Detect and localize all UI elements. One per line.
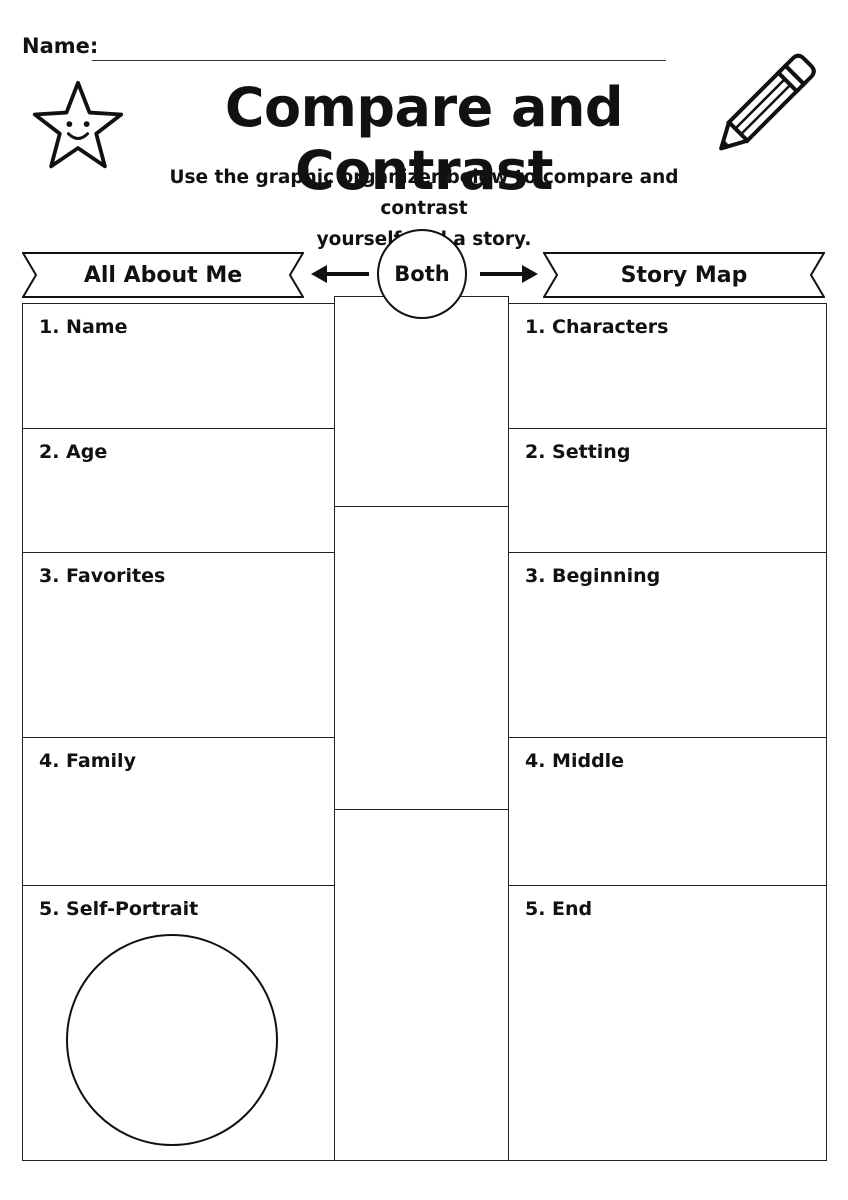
left-box-favorites[interactable]: 3. Favorites	[22, 552, 335, 738]
left-box-family[interactable]: 4. Family	[22, 737, 335, 886]
arrow-left-icon	[311, 265, 369, 283]
pencil-icon	[719, 53, 816, 151]
left-box-label: 3. Favorites	[39, 565, 166, 587]
both-box-bottom[interactable]	[334, 809, 509, 1161]
page-title: Compare and Contrast	[224, 76, 624, 202]
banner-story-map: Story Map	[543, 252, 825, 298]
self-portrait-circle[interactable]	[66, 934, 278, 1146]
right-box-label: 1. Characters	[525, 316, 669, 338]
left-box-name[interactable]: 1. Name	[22, 303, 335, 429]
left-box-label: 1. Name	[39, 316, 128, 338]
banner-right-label: Story Map	[620, 262, 748, 288]
name-label: Name:	[22, 34, 99, 58]
both-box-top[interactable]	[334, 296, 509, 507]
both-box-middle[interactable]	[334, 506, 509, 810]
instructions-line-1: Use the graphic organizer below to compa…	[169, 167, 679, 219]
left-box-label: 4. Family	[39, 750, 136, 772]
right-box-end[interactable]: 5. End	[508, 885, 827, 1161]
left-box-label: 2. Age	[39, 441, 108, 463]
right-box-middle[interactable]: 4. Middle	[508, 737, 827, 886]
right-box-setting[interactable]: 2. Setting	[508, 428, 827, 553]
right-box-beginning[interactable]: 3. Beginning	[508, 552, 827, 738]
right-box-label: 4. Middle	[525, 750, 625, 772]
arrow-right-icon	[480, 265, 538, 283]
name-input-line[interactable]	[92, 60, 666, 61]
banner-all-about-me: All About Me	[22, 252, 304, 298]
smiling-star-icon	[32, 80, 124, 169]
right-box-label: 2. Setting	[525, 441, 631, 463]
left-box-age[interactable]: 2. Age	[22, 428, 335, 553]
right-box-label: 3. Beginning	[525, 565, 661, 587]
right-box-characters[interactable]: 1. Characters	[508, 303, 827, 429]
banner-left-label: All About Me	[83, 262, 243, 288]
right-box-label: 5. End	[525, 898, 593, 920]
left-box-label: 5. Self-Portrait	[39, 898, 199, 920]
both-circle: Both	[377, 229, 467, 319]
